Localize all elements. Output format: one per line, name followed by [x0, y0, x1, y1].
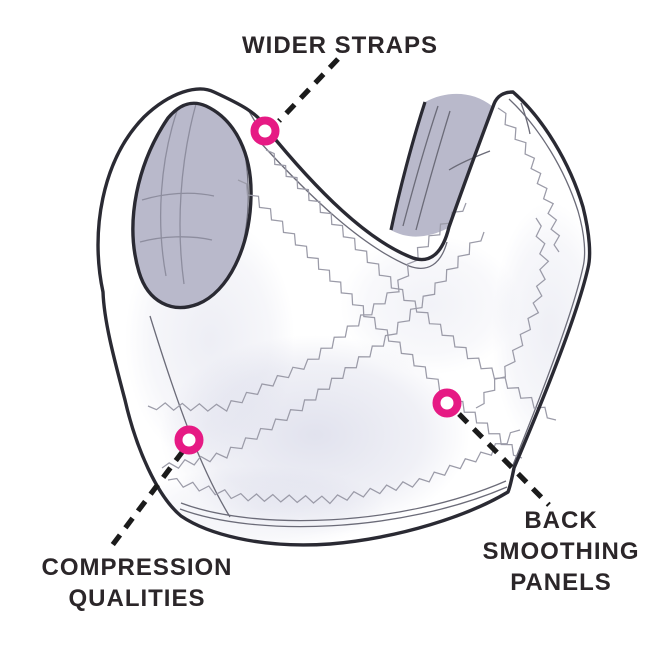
left-strap-cross-seam [141, 192, 215, 201]
zigzag-stitch-line [265, 149, 557, 421]
left-strap-seam [159, 107, 179, 277]
body-outline [96, 87, 592, 547]
zigzag-stitch-line [475, 217, 550, 409]
leader-lines [105, 57, 551, 553]
top-right-seam [520, 102, 531, 135]
label-back-smoothing-line2: SMOOTHING [482, 538, 640, 565]
zigzag-stitch-line [147, 202, 467, 413]
right-strap-seam [415, 110, 451, 231]
label-back-smoothing-panels: BACK SMOOTHING PANELS [483, 505, 640, 598]
label-compression-line1: COMPRESSION [41, 554, 233, 581]
zigzag-stitching [147, 107, 561, 505]
right-strap [389, 93, 492, 237]
left-strap-cross-seam [139, 236, 213, 243]
leader-wider-straps [277, 57, 340, 123]
hem-band-seam [180, 480, 507, 522]
armhole-outline [131, 101, 253, 310]
label-back-smoothing-line3: PANELS [510, 569, 612, 596]
right-strap-fill [391, 93, 492, 237]
zigzag-stitch-line [237, 179, 523, 459]
label-back-smoothing-line1: BACK [524, 507, 598, 534]
right-strap-cross-seam [448, 150, 491, 171]
zigzag-stitch-line [167, 429, 521, 505]
right-strap-seam [402, 105, 439, 227]
marker-compression [174, 425, 204, 455]
body-shading [125, 202, 590, 545]
label-compression-qualities: COMPRESSION QUALITIES [41, 552, 232, 614]
label-wider-straps: WIDER STRAPS [242, 30, 438, 61]
marker-back-smoothing [432, 388, 462, 418]
label-wider-straps-text: WIDER STRAPS [241, 32, 439, 59]
zigzag-stitch-line [497, 107, 561, 253]
neckline-binding-seam [258, 140, 448, 269]
leader-back-smoothing [457, 412, 551, 507]
feature-markers [174, 116, 462, 455]
zigzag-stitch-line [161, 231, 485, 470]
marker-wider-straps [250, 116, 280, 146]
seam-lines [149, 98, 586, 528]
hem-band-seam [179, 486, 508, 528]
right-strap-left-edge [389, 101, 427, 231]
right-band-inner-seam [508, 98, 586, 466]
label-compression-line2: QUALITIES [68, 585, 206, 612]
